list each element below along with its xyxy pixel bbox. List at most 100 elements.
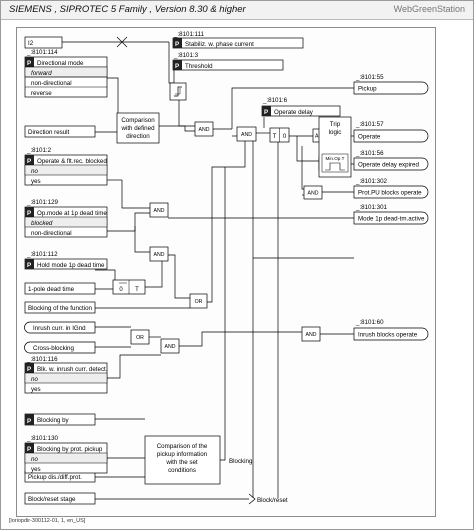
operate-delay-label: Operate delay: [274, 109, 314, 116]
input-cross-blocking: Cross-blocking: [24, 341, 96, 354]
timer2-t: T: [135, 287, 139, 293]
setting-blocks: _:8101:111 P Stabiliz. w. phase current …: [24, 31, 341, 485]
blocking-by-label: Blocking by: [37, 417, 70, 424]
output-tags: _:8101:55 Pickup _:8101:57 Operate _:810…: [248, 74, 429, 505]
blk-inrush-address: _:8101:116: [26, 356, 58, 363]
comparator: [169, 82, 187, 101]
comparison-pickup-line4: conditions: [168, 467, 196, 474]
hold-mode-label: Hold mode 1p dead time: [37, 262, 105, 269]
dir-mode-address: _:8101:114: [26, 49, 58, 56]
timer-1p-dead: 0 T: [112, 279, 146, 295]
input-direction-result-label: Direction result: [28, 129, 70, 136]
logic-diagram: I2 Direction result 1-pole dead time Blo…: [24, 31, 429, 505]
operate-delay-address: _:8101:6: [262, 97, 288, 104]
output-prot-pu: Prot.PU blocks operate: [353, 185, 429, 199]
wire-and-or: [168, 254, 190, 299]
input-cross-blocking-label: Cross-blocking: [33, 345, 74, 352]
and-gate-6-label: AND: [154, 208, 165, 214]
gates: AND AND AND AND AND AND AND OR OR AND AN…: [130, 121, 338, 354]
op-mode-option-blocked: blocked: [31, 220, 53, 227]
setting-hold-mode: P Hold mode 1p dead time: [24, 258, 108, 270]
wires: [62, 36, 354, 500]
wire-and-inrush: [179, 331, 302, 347]
blk-inrush-option-yes: yes: [31, 386, 41, 393]
or-gate-2-label: OR: [136, 335, 144, 341]
wire-comp-and: [178, 100, 195, 127]
op-flt-address: _:8101:2: [26, 147, 52, 154]
wire-timer-down: [296, 136, 319, 162]
blocking-signal-label: Blocking: [229, 458, 253, 465]
output-pickup: Pickup: [353, 81, 429, 95]
output-inrush-blocks: Inrush blocks operate: [353, 327, 429, 341]
blocking-by-p-marker: P: [27, 418, 31, 425]
block-reset-out-label: Block/reset: [257, 497, 288, 504]
op-mode-label: Op.mode at 1p dead time: [37, 210, 107, 217]
op-mode-address: _:8101:129: [26, 199, 59, 206]
input-block-reset-label: Block/reset stage: [28, 496, 76, 503]
mode-1p-label: Mode 1p dead-tm.active: [358, 216, 425, 223]
header-title: SIEMENS , SIPROTEC 5 Family , Version 8.…: [9, 4, 246, 15]
setting-blk-prot: P Blocking by prot. pickup no yes: [24, 442, 108, 474]
input-blocking-function-label: Blocking of the function: [28, 305, 93, 312]
input-block-reset: Block/reset stage: [24, 492, 96, 505]
blk-prot-label: Blocking by prot. pickup: [37, 446, 103, 453]
and-gate-2-label: AND: [241, 132, 252, 138]
blk-prot-address: _:8101:130: [26, 435, 59, 442]
figure-reference: [loriopdir-300112-01, 1, en_US]: [9, 518, 86, 524]
comparison-pickup-line1: Comparison of the: [157, 443, 208, 450]
blk-prot-option-yes: yes: [31, 466, 41, 473]
op-flt-option-no: no: [31, 168, 38, 175]
and-gate-8: AND: [160, 338, 180, 354]
threshold-address: _:8101:3: [173, 52, 199, 59]
op-delay-expired-label: Operate delay expired: [358, 162, 419, 169]
comparison-pickup-line3: with the set: [165, 459, 198, 466]
pickup-address: _:8101:55: [355, 74, 384, 81]
and-gate-5-label: AND: [308, 191, 319, 197]
timers: T 0 Trip logic Min.Op.T 0 T: [112, 116, 352, 295]
wire-opmode2: [134, 226, 150, 253]
block-trip-logic: Trip logic Min.Op.T: [318, 116, 352, 178]
or-gate-1-label: OR: [195, 299, 203, 305]
input-i2-label: I2: [28, 40, 34, 47]
wire-timer2-out: [145, 258, 163, 288]
stabiliz-address: _:8101:111: [173, 31, 205, 38]
and-gate-1: AND: [194, 121, 214, 137]
operate-label: Operate: [358, 134, 381, 141]
output-op-delay-expired: Operate delay expired: [353, 157, 429, 171]
header-brand: WebGreenStation: [393, 4, 465, 14]
input-pickup-dis-label: Pickup dis./diff.prot.: [28, 474, 82, 481]
timer1-t: T: [273, 134, 277, 140]
output-operate: Operate: [353, 129, 429, 143]
and-gate-9-label: AND: [306, 332, 317, 338]
inrush-blocks-address: _:8101:60: [355, 319, 384, 326]
and-gate-1-label: AND: [199, 127, 210, 133]
input-tags: I2 Direction result 1-pole dead time Blo…: [24, 36, 96, 505]
stabiliz-label: Stabiliz. w. phase current: [185, 41, 254, 48]
dir-mode-option-forward: forward: [31, 70, 52, 77]
block-comparison-direction: Comparison with defined direction: [116, 112, 160, 144]
pickup-label: Pickup: [358, 86, 377, 93]
and-gate-7-label: AND: [154, 252, 165, 258]
input-1p-dead-time: 1-pole dead time: [24, 282, 96, 295]
op-mode-option-nondir: non-directional: [31, 230, 72, 237]
or-gate-2: OR: [130, 329, 150, 345]
setting-operate-delay: P Operate delay: [261, 105, 341, 117]
op-flt-p-marker: P: [27, 158, 31, 165]
timer2-zero: 0: [119, 287, 123, 293]
comparison-dir-line1: Comparison: [121, 117, 155, 124]
setting-directional-mode: P Directional mode forward non-direction…: [24, 56, 108, 98]
threshold-p-marker: P: [175, 63, 179, 70]
and-gate-8-label: AND: [165, 344, 176, 350]
input-inrush-ignd-label: Inrush curr. in IGnd: [33, 325, 86, 332]
input-direction-result: Direction result: [24, 125, 96, 138]
input-1p-dead-time-label: 1-pole dead time: [28, 286, 75, 293]
blk-prot-p-marker: P: [27, 446, 31, 453]
block-comparison-pickup: Comparison of the pickup information wit…: [144, 435, 221, 485]
trip-logic-line2: logic: [329, 129, 342, 136]
comparison-pickup-line2: pickup information: [157, 451, 208, 458]
inrush-blocks-label: Inrush blocks operate: [358, 332, 418, 339]
comparison-dir-line2: with defined: [120, 125, 155, 132]
hold-mode-p-marker: P: [27, 262, 31, 269]
setting-stabiliz: P Stabiliz. w. phase current: [172, 37, 304, 49]
